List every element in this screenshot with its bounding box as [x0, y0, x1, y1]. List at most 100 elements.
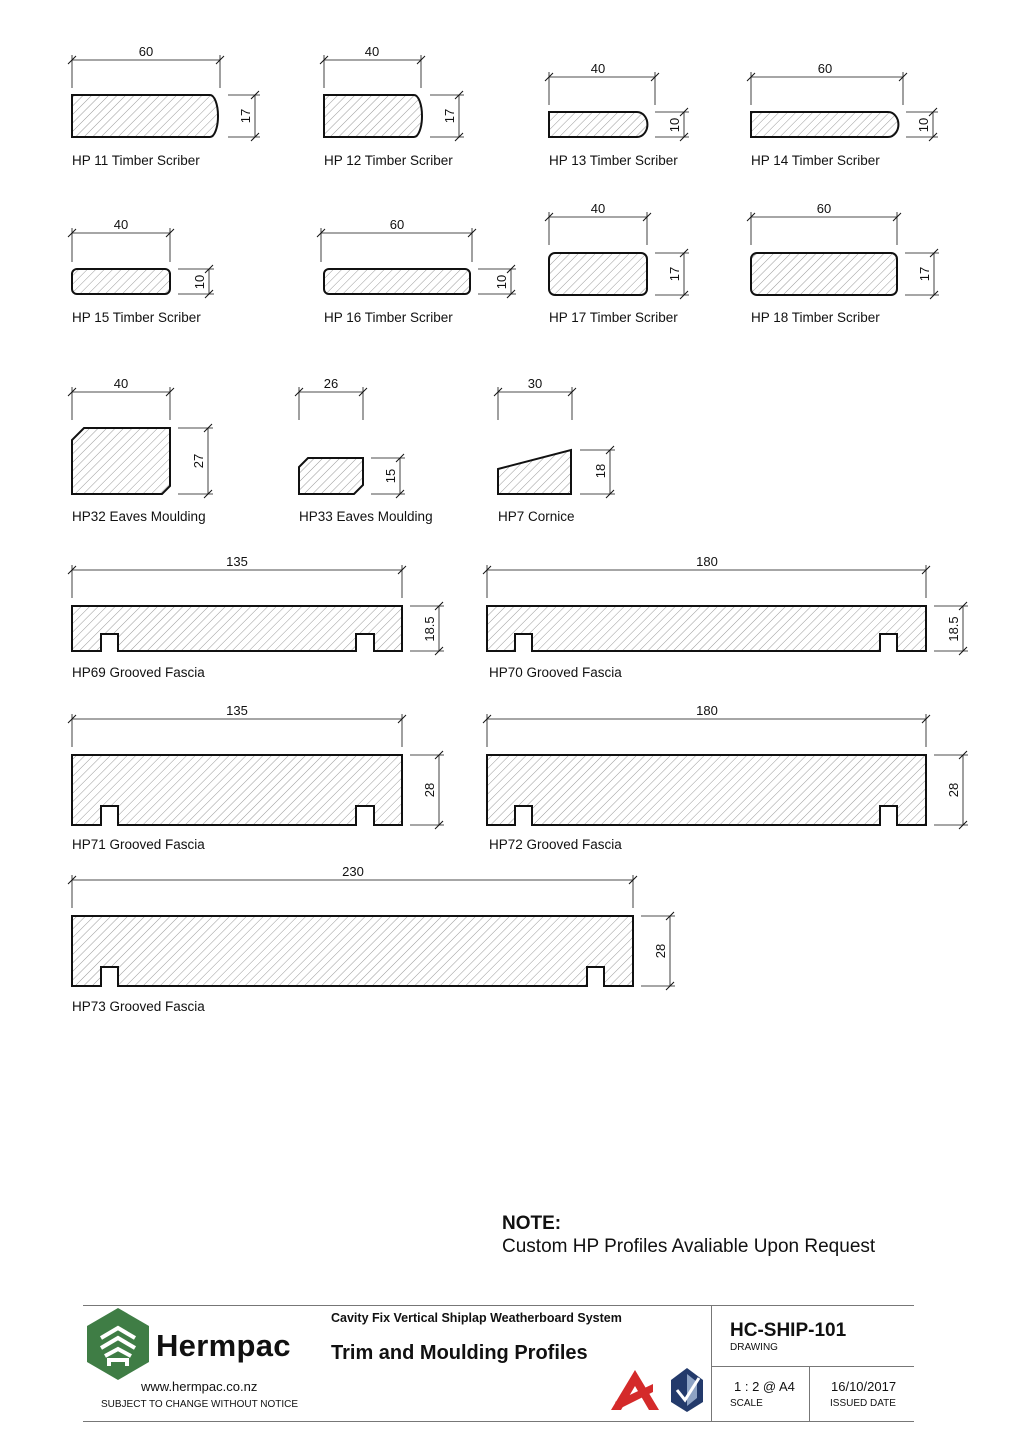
height-label: 17 — [238, 109, 253, 123]
width-label: 40 — [591, 201, 605, 216]
width-dimension: 40 — [544, 201, 652, 245]
note-text: Custom HP Profiles Avaliable Upon Reques… — [502, 1236, 876, 1257]
profile-label: HP73 Grooved Fascia — [72, 999, 205, 1014]
codemark-icon — [671, 1368, 703, 1412]
issued-date-label: ISSUED DATE — [830, 1398, 896, 1409]
height-dimension: 10 — [478, 264, 516, 299]
profile-label: HP72 Grooved Fascia — [489, 837, 622, 852]
profile-label: HP 18 Timber Scriber — [751, 310, 880, 325]
height-dimension: 28 — [934, 750, 968, 830]
height-dimension: 18.5 — [410, 601, 444, 656]
width-label: 180 — [696, 554, 718, 569]
company-name: Hermpac — [156, 1328, 291, 1363]
height-dimension: 18.5 — [934, 601, 968, 656]
profile-label: HP 12 Timber Scriber — [324, 153, 453, 168]
height-label: 18.5 — [946, 616, 961, 641]
profile-hp18: 60 17 HP 18 Timber Scriber — [746, 201, 939, 325]
height-label: 10 — [916, 118, 931, 132]
width-label: 40 — [114, 217, 128, 232]
profile-label: HP32 Eaves Moulding — [72, 509, 206, 524]
height-label: 27 — [191, 454, 206, 468]
profile-label: HP71 Grooved Fascia — [72, 837, 205, 852]
width-label: 135 — [226, 554, 248, 569]
height-label: 28 — [653, 944, 668, 958]
width-label: 26 — [324, 376, 338, 391]
height-dimension: 17 — [430, 90, 464, 142]
title-block-divider — [711, 1306, 712, 1421]
width-label: 40 — [591, 61, 605, 76]
width-label: 40 — [365, 44, 379, 59]
profile-label: HP 16 Timber Scriber — [324, 310, 453, 325]
profile-section — [71, 427, 171, 495]
width-dimension: 135 — [67, 554, 407, 598]
width-dimension: 40 — [319, 44, 426, 88]
profile-label: HP 13 Timber Scriber — [549, 153, 678, 168]
width-dimension: 60 — [67, 44, 225, 88]
width-dimension: 30 — [493, 376, 577, 420]
profile-section — [548, 252, 648, 296]
profile-hp32: 40 27 HP32 Eaves Moulding — [67, 376, 213, 524]
width-dimension: 26 — [294, 376, 368, 420]
profile-hp14: 60 10 HP 14 Timber Scriber — [746, 61, 938, 168]
profile-label: HP7 Cornice — [498, 509, 575, 524]
profile-section — [71, 605, 403, 652]
profile-section — [323, 268, 471, 295]
subject-notice: SUBJECT TO CHANGE WITHOUT NOTICE — [101, 1399, 299, 1410]
scale-label: SCALE — [730, 1398, 763, 1409]
profile-section — [298, 457, 364, 495]
website-link[interactable]: www.hermpac.co.nz — [141, 1379, 258, 1394]
width-dimension: 60 — [746, 61, 908, 105]
height-dimension: 27 — [178, 423, 213, 499]
profile-section — [71, 94, 219, 138]
profile-hp33: 26 15 HP33 Eaves Moulding — [294, 376, 433, 524]
profile-hp72: 180 28 HP72 Grooved Fascia — [482, 703, 968, 852]
width-dimension: 40 — [544, 61, 660, 105]
height-dimension: 28 — [641, 911, 675, 991]
profile-hp71: 135 28 HP71 Grooved Fascia — [67, 703, 444, 852]
width-dimension: 40 — [67, 217, 175, 262]
profile-section — [71, 754, 403, 826]
drawing-number: HC-SHIP-101 — [730, 1320, 847, 1341]
height-label: 17 — [667, 267, 682, 281]
profile-section — [71, 915, 634, 987]
width-label: 60 — [817, 201, 831, 216]
profile-section — [71, 268, 171, 295]
title-block-divider — [711, 1366, 914, 1367]
profile-section — [548, 111, 649, 138]
profile-section — [497, 448, 572, 495]
profile-label: HP 14 Timber Scriber — [751, 153, 880, 168]
profile-hp70: 180 18.5 HP70 Grooved Fascia — [482, 554, 968, 680]
width-dimension: 230 — [67, 864, 638, 908]
drawing-label: DRAWING — [730, 1342, 778, 1353]
note: NOTE: Custom HP Profiles Avaliable Upon … — [502, 1213, 875, 1259]
height-dimension: 18 — [580, 445, 615, 499]
profile-section — [486, 605, 927, 652]
profile-label: HP 17 Timber Scriber — [549, 310, 678, 325]
profile-label: HP33 Eaves Moulding — [299, 509, 433, 524]
height-label: 10 — [667, 118, 682, 132]
height-dimension: 10 — [655, 107, 689, 142]
sheet-title: Trim and Moulding Profiles — [331, 1342, 588, 1364]
profile-label: HP 15 Timber Scriber — [72, 310, 201, 325]
profile-section — [750, 111, 900, 138]
width-label: 60 — [818, 61, 832, 76]
width-dimension: 60 — [316, 217, 477, 262]
height-label: 10 — [192, 275, 207, 289]
height-label: 15 — [383, 469, 398, 483]
height-dimension: 17 — [905, 248, 939, 300]
profile-section — [486, 754, 927, 826]
issued-date: 16/10/2017 — [831, 1379, 897, 1394]
width-label: 40 — [114, 376, 128, 391]
height-label: 28 — [946, 783, 961, 797]
profile-hp15: 40 10 HP 15 Timber Scriber — [67, 217, 214, 325]
height-label: 17 — [442, 109, 457, 123]
profile-section — [750, 252, 898, 296]
title-block-divider — [809, 1366, 810, 1421]
note-title: NOTE: — [502, 1213, 562, 1234]
scale-value: 1 : 2 @ A4 — [734, 1379, 795, 1394]
width-dimension: 135 — [67, 703, 407, 747]
height-label: 18.5 — [422, 616, 437, 641]
profile-hp13: 40 10 HP 13 Timber Scriber — [544, 61, 689, 168]
height-dimension: 10 — [906, 107, 938, 142]
